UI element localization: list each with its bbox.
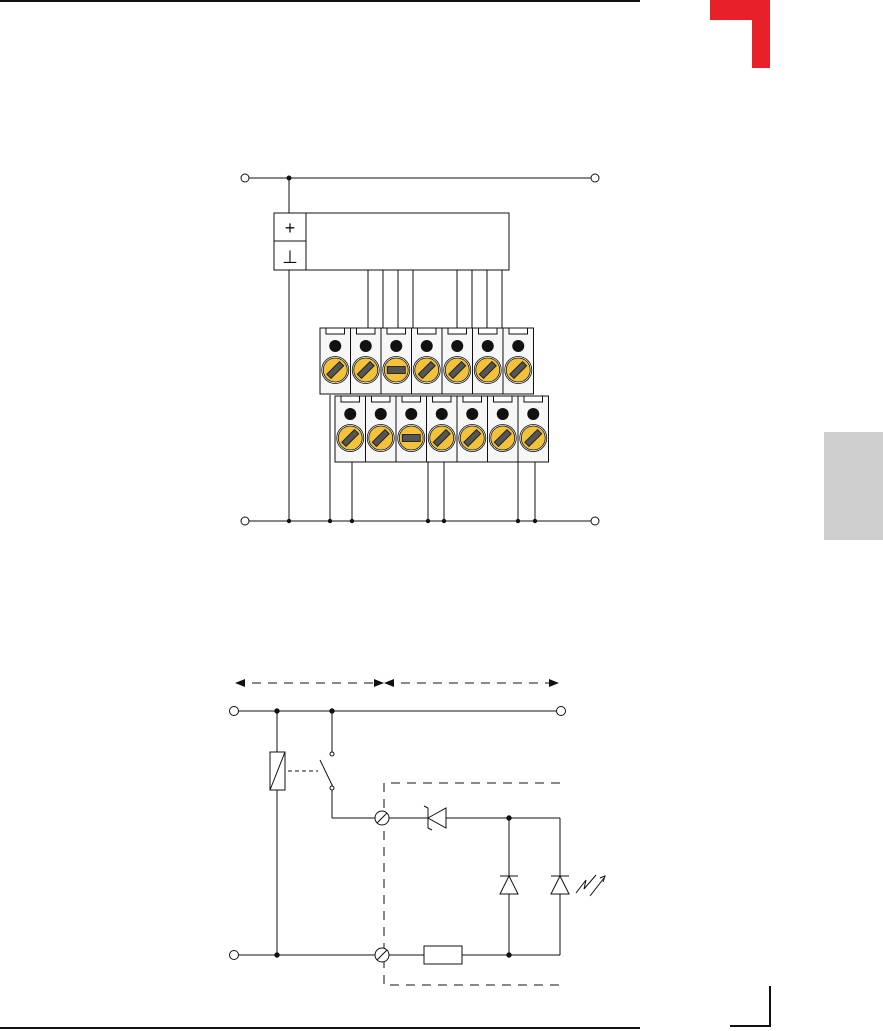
circuit-bottom-rail [230,951,376,960]
terminal-bottom [375,948,389,962]
resistor [389,946,560,964]
terminal-top [375,811,389,825]
led [551,818,569,955]
diode [500,818,518,957]
zener-diode [389,806,560,830]
relay-coil [270,711,318,955]
switch [320,711,375,818]
led-light-arrows-icon [576,875,605,896]
circuit-top-rail [230,707,566,716]
